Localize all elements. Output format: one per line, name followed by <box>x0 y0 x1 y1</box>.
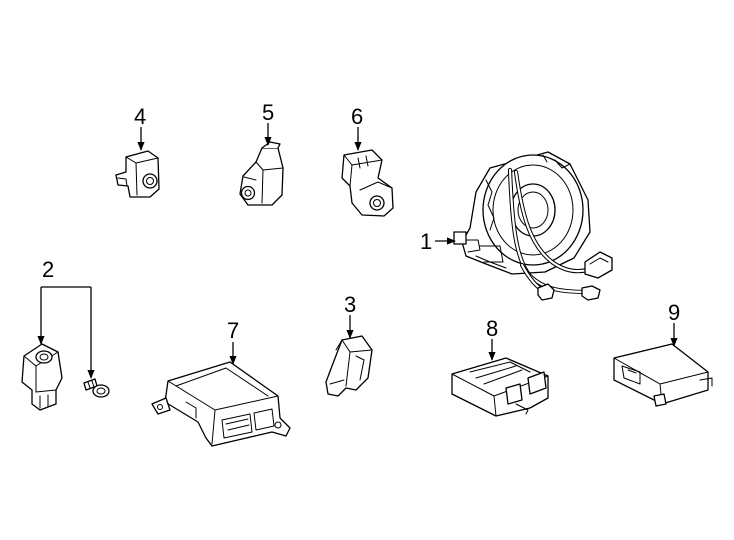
svg-text:7: 7 <box>227 318 239 343</box>
part-6-sensor[interactable] <box>341 149 394 217</box>
callout-9: 9 <box>668 300 680 347</box>
part-2-bolt[interactable] <box>83 378 110 398</box>
svg-text:2: 2 <box>42 257 54 282</box>
callout-8: 8 <box>486 316 498 361</box>
part-9-module[interactable] <box>613 343 713 407</box>
svg-text:1: 1 <box>420 229 432 254</box>
part-8-module[interactable] <box>451 357 549 417</box>
svg-text:8: 8 <box>486 316 498 341</box>
svg-text:5: 5 <box>262 100 274 125</box>
part-7-control-module[interactable] <box>151 361 291 447</box>
callout-4: 4 <box>134 104 146 151</box>
callout-2: 2 <box>37 257 95 379</box>
part-2-sensor[interactable] <box>21 343 63 411</box>
callout-1: 1 <box>420 229 456 254</box>
part-5-sensor[interactable] <box>239 141 284 206</box>
callout-3: 3 <box>344 292 356 339</box>
svg-text:3: 3 <box>344 292 356 317</box>
svg-text:4: 4 <box>134 104 146 129</box>
svg-text:9: 9 <box>668 300 680 325</box>
callout-7: 7 <box>227 318 239 365</box>
part-1-clock-spring[interactable] <box>453 151 613 301</box>
part-4-sensor[interactable] <box>115 150 160 198</box>
callout-5: 5 <box>262 100 274 146</box>
callout-6: 6 <box>351 104 363 151</box>
svg-text:6: 6 <box>351 104 363 129</box>
part-3-sensor[interactable] <box>325 335 373 397</box>
